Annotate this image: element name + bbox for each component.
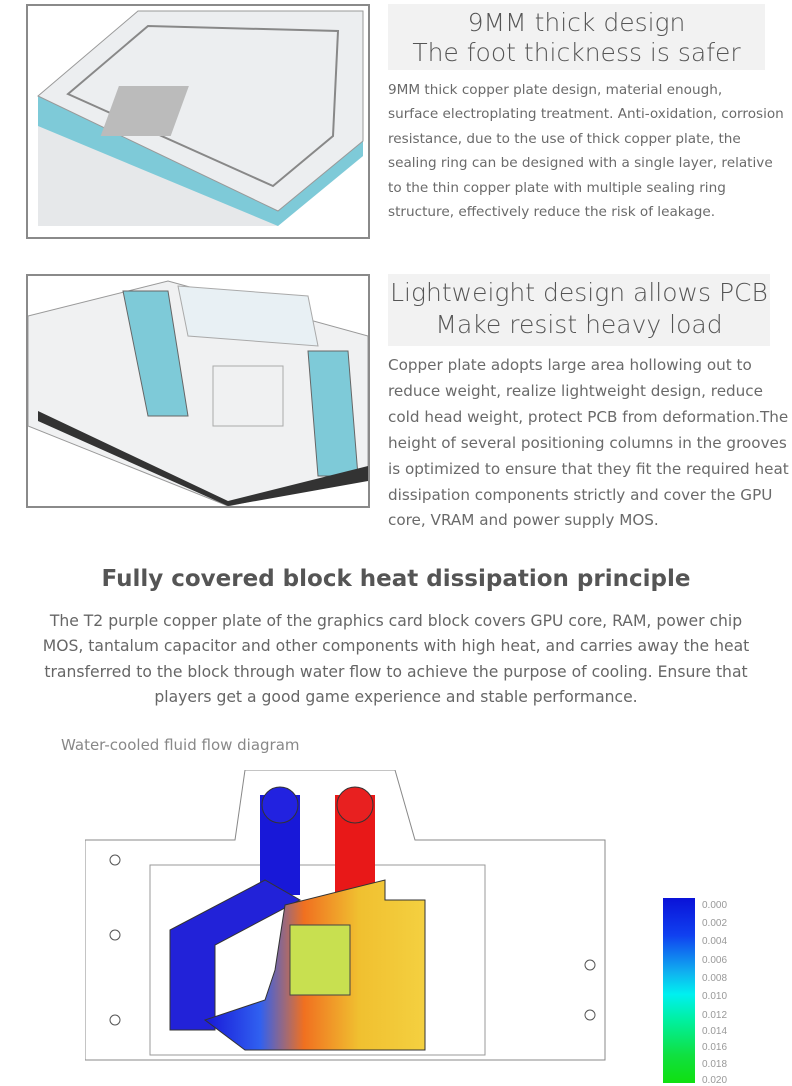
legend-label: 0.000 bbox=[702, 900, 728, 911]
feature2-description: Copper plate adopts large area hollowing… bbox=[388, 353, 789, 534]
text-line: Copper plate adopts large area hollowing… bbox=[388, 356, 752, 374]
heading-line: The foot thickness is safer bbox=[412, 38, 741, 67]
section-description: The T2 purple copper plate of the graphi… bbox=[0, 609, 792, 710]
legend-label: 0.020 bbox=[702, 1075, 728, 1086]
legend-label: 0.004 bbox=[702, 936, 728, 947]
heading-line: 9MM thick design bbox=[467, 8, 686, 37]
text-line: MOS, tantalum capacitor and other compon… bbox=[42, 637, 750, 656]
text-line: The T2 purple copper plate of the graphi… bbox=[49, 612, 743, 630]
feature1-heading: 9MM thick design The foot thickness is s… bbox=[388, 4, 765, 70]
feature2-heading: Lightweight design allows PCB Make resis… bbox=[388, 274, 770, 346]
copper-plate-image bbox=[26, 4, 370, 239]
text-line: reduce weight, realize lightweight desig… bbox=[388, 381, 763, 400]
heading-line: Lightweight design allows PCB bbox=[390, 278, 768, 307]
legend-label: 0.008 bbox=[702, 973, 728, 984]
lightweight-block-image bbox=[26, 274, 370, 508]
text-line: resistance, due to the use of thick copp… bbox=[388, 130, 741, 147]
text-line: sealing ring can be designed with a sing… bbox=[388, 155, 773, 172]
legend-label: 0.010 bbox=[702, 991, 728, 1002]
feature1-description: 9MM thick copper plate design, material … bbox=[388, 78, 784, 224]
text-line: dissipation components strictly and cove… bbox=[388, 485, 773, 504]
section-title: Fully covered block heat dissipation pri… bbox=[101, 566, 691, 592]
text-line: is optimized to ensure that they fit the… bbox=[388, 459, 789, 478]
legend-label: 0.018 bbox=[702, 1059, 728, 1070]
text-line: players get a good game experience and s… bbox=[154, 687, 638, 706]
legend-label: 0.002 bbox=[702, 918, 728, 929]
legend-label: 0.016 bbox=[702, 1042, 728, 1053]
legend-label: 0.006 bbox=[702, 955, 728, 966]
text-line: structure, effectively reduce the risk o… bbox=[388, 204, 716, 221]
legend-label: 0.014 bbox=[702, 1026, 728, 1037]
text-line: surface electroplating treatment. Anti-o… bbox=[388, 106, 784, 123]
text-line: to the thin copper plate with multiple s… bbox=[388, 179, 726, 196]
diagram-caption: Water-cooled fluid flow diagram bbox=[61, 736, 300, 754]
fluid-flow-diagram bbox=[85, 770, 606, 1061]
text-line: cold head weight, protect PCB from defor… bbox=[388, 407, 789, 426]
text-line: height of several positioning columns in… bbox=[388, 433, 787, 452]
legend-label: 0.012 bbox=[702, 1010, 728, 1021]
text-line: 9MM thick copper plate design, material … bbox=[388, 82, 723, 98]
heading-line: Make resist heavy load bbox=[435, 310, 723, 339]
text-line: transferred to the block through water f… bbox=[44, 662, 748, 681]
text-line: core, VRAM and power supply MOS. bbox=[388, 511, 659, 530]
legend-color-bar bbox=[663, 898, 695, 1083]
